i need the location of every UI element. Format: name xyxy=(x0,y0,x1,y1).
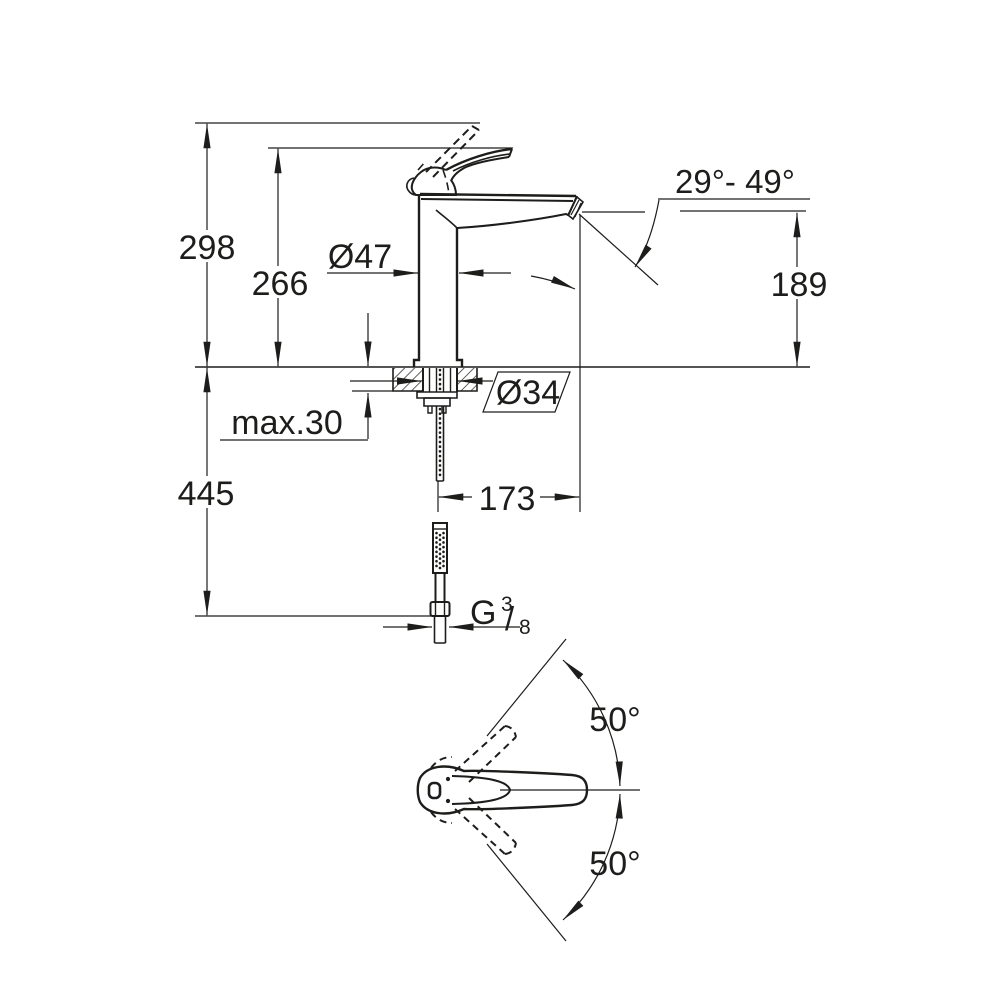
dim-266-label: 266 xyxy=(252,265,309,303)
handle-slot xyxy=(427,781,442,800)
deck-outline-right xyxy=(457,368,478,392)
mounting-section xyxy=(195,366,810,482)
hose-connection-nut xyxy=(429,601,451,617)
dim-d34-label: Ø34 xyxy=(496,374,560,412)
hose-tube xyxy=(434,573,446,602)
spout-top-edge-inner xyxy=(420,198,574,202)
swing-upper-label: 50° xyxy=(589,701,640,739)
thread-numerator: 3 xyxy=(501,593,513,616)
flow-direction-line xyxy=(578,213,659,286)
fixing-nut-body xyxy=(423,397,451,407)
swing-lower-label: 50° xyxy=(589,845,640,883)
dim-445-label: 445 xyxy=(178,475,235,513)
hose-thread-tube xyxy=(433,616,447,644)
dim-g38-label: G 3 / 8 xyxy=(470,593,531,639)
aerator-hatch xyxy=(570,199,582,218)
dim-173-label: 173 xyxy=(479,480,536,518)
swing-arc-upper xyxy=(562,659,623,787)
swivel-range-label: 29°- 49° xyxy=(675,163,795,200)
thread-slash: / xyxy=(505,600,515,637)
handle-rotated-upper-dashed xyxy=(430,725,517,783)
extension-lines xyxy=(195,122,810,617)
hose-braid-outline xyxy=(432,522,448,574)
lever-top-inner-line xyxy=(452,153,511,172)
swing-limit-upper xyxy=(486,638,567,737)
lever-tip-face xyxy=(508,148,513,158)
dim-max30-label: max.30 xyxy=(231,404,343,442)
thread-letter: G xyxy=(470,594,496,632)
swivel-curved-arrow xyxy=(530,275,576,290)
lever-dome xyxy=(410,166,458,196)
dim-d34-label-box xyxy=(482,371,571,413)
fixing-flange xyxy=(416,391,458,399)
body-neck-fillet xyxy=(435,209,458,229)
spout-underside xyxy=(456,212,569,229)
lever-raised-dashed xyxy=(417,125,480,178)
lever-underside xyxy=(450,156,510,182)
dim-298-label: 298 xyxy=(179,229,236,267)
swing-limit-lower xyxy=(486,843,567,942)
supply-hose xyxy=(429,522,451,644)
dim-d47-label: Ø47 xyxy=(328,238,392,276)
dim-189-label: 189 xyxy=(771,266,828,304)
shank-outer-walls xyxy=(422,368,458,392)
lever-dome-left-bump xyxy=(406,177,417,196)
faucet-body-right-edge xyxy=(455,228,464,367)
lever-top-edge xyxy=(445,147,513,172)
shank-inner-walls xyxy=(428,368,452,392)
side-view-faucet xyxy=(406,125,585,367)
handle-screw-dot-bottom xyxy=(445,798,451,804)
thread-denominator: 8 xyxy=(519,616,531,639)
dimension-annotations: 298 266 445 189 Ø47 29°- 49° max.30 Ø34 xyxy=(175,122,830,639)
swivel-arc-arrow xyxy=(634,199,660,268)
deck-hatch-left xyxy=(393,368,423,391)
hose-nut-facets xyxy=(434,602,446,616)
swing-arc-lower xyxy=(562,793,623,921)
deck-hatch-right xyxy=(457,368,477,391)
cartridge-dashed-line xyxy=(442,169,450,195)
aerator xyxy=(566,195,585,221)
handle-screw-dot-top xyxy=(445,776,451,782)
handle-rotated-lower-dashed xyxy=(430,797,517,855)
handle-top-view: 50° 50° xyxy=(416,638,641,942)
faucet-body-left-edge xyxy=(412,196,421,367)
